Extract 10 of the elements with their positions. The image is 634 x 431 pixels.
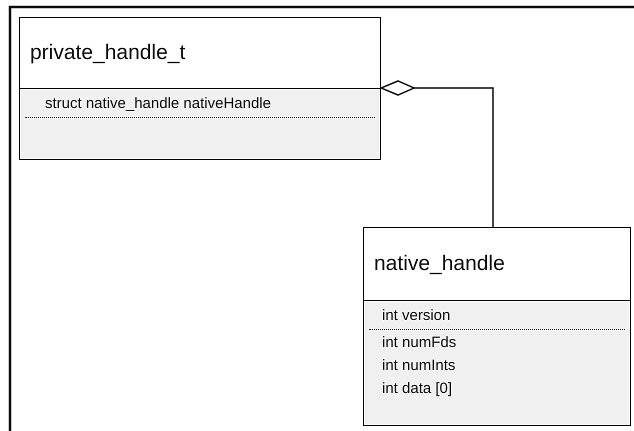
aggregation-connector xyxy=(380,80,494,227)
attribute-text: int data [0] xyxy=(382,380,452,398)
class-box xyxy=(363,227,631,426)
attribute-text: int numFds xyxy=(382,334,456,352)
class-name: private_handle_t xyxy=(30,40,186,64)
attribute-text: struct native_handle nativeHandle xyxy=(45,95,271,113)
class-box xyxy=(19,17,381,160)
class-name: native_handle xyxy=(374,252,505,276)
attribute-text: int version xyxy=(382,307,450,325)
attribute-text: int numInts xyxy=(382,357,456,375)
